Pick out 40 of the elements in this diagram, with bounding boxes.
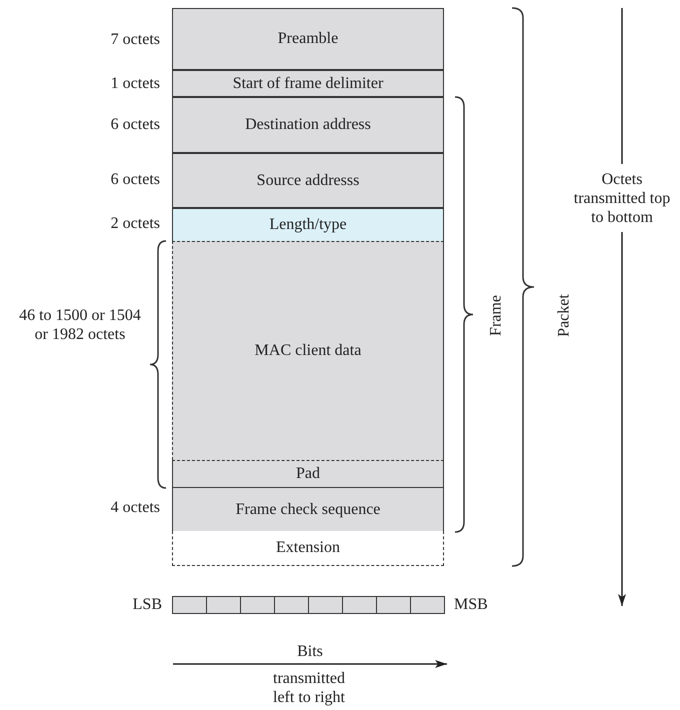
field-label: Preamble: [278, 30, 338, 48]
field-label: Destination address: [245, 116, 371, 134]
frame-field: [172, 241, 444, 460]
bit-cell: [308, 596, 343, 614]
bit-cell: [376, 596, 411, 614]
field-label: Start of frame delimiter: [232, 74, 384, 92]
field-label: Length/type: [269, 216, 347, 234]
annotation-text: Bits: [296, 642, 324, 661]
frame-field: [172, 531, 444, 566]
frame-field: [172, 153, 444, 208]
field-label: MAC client data: [254, 342, 362, 360]
bit-cell: [206, 596, 241, 614]
frame-field: [172, 487, 444, 532]
brace-label: Frame: [486, 294, 506, 338]
frame-field: [172, 460, 444, 488]
annotation-text: LSB: [132, 595, 162, 614]
bit-cell: [410, 596, 445, 614]
field-label: Pad: [296, 465, 320, 483]
annotation-text: 2 octets: [110, 214, 160, 233]
frame-field: [172, 208, 444, 241]
annotation-text: 6 octets: [110, 115, 160, 134]
field-label: Frame check sequence: [236, 500, 380, 518]
annotation-text: transmitted left to right: [272, 669, 346, 707]
frame-field: [172, 70, 444, 97]
frame-field: [172, 97, 444, 153]
annotation-text: Octets transmitted top to bottom: [572, 170, 672, 227]
bit-cell: [274, 596, 309, 614]
bit-cell: [342, 596, 377, 614]
field-label: Source addresss: [256, 172, 360, 190]
annotation-text: 7 octets: [110, 30, 160, 49]
annotation-text: 4 octets: [110, 498, 160, 517]
bit-cell: [172, 596, 207, 614]
bit-cell: [240, 596, 275, 614]
annotation-text: 46 to 1500 or 1504 or 1982 octets: [18, 306, 142, 344]
frame-field: [172, 8, 444, 70]
brace-label: Packet: [554, 293, 574, 339]
field-label: Extension: [276, 539, 340, 557]
annotation-text: 6 octets: [110, 170, 160, 189]
annotation-text: 1 octets: [110, 74, 160, 93]
annotation-text: MSB: [454, 595, 489, 614]
